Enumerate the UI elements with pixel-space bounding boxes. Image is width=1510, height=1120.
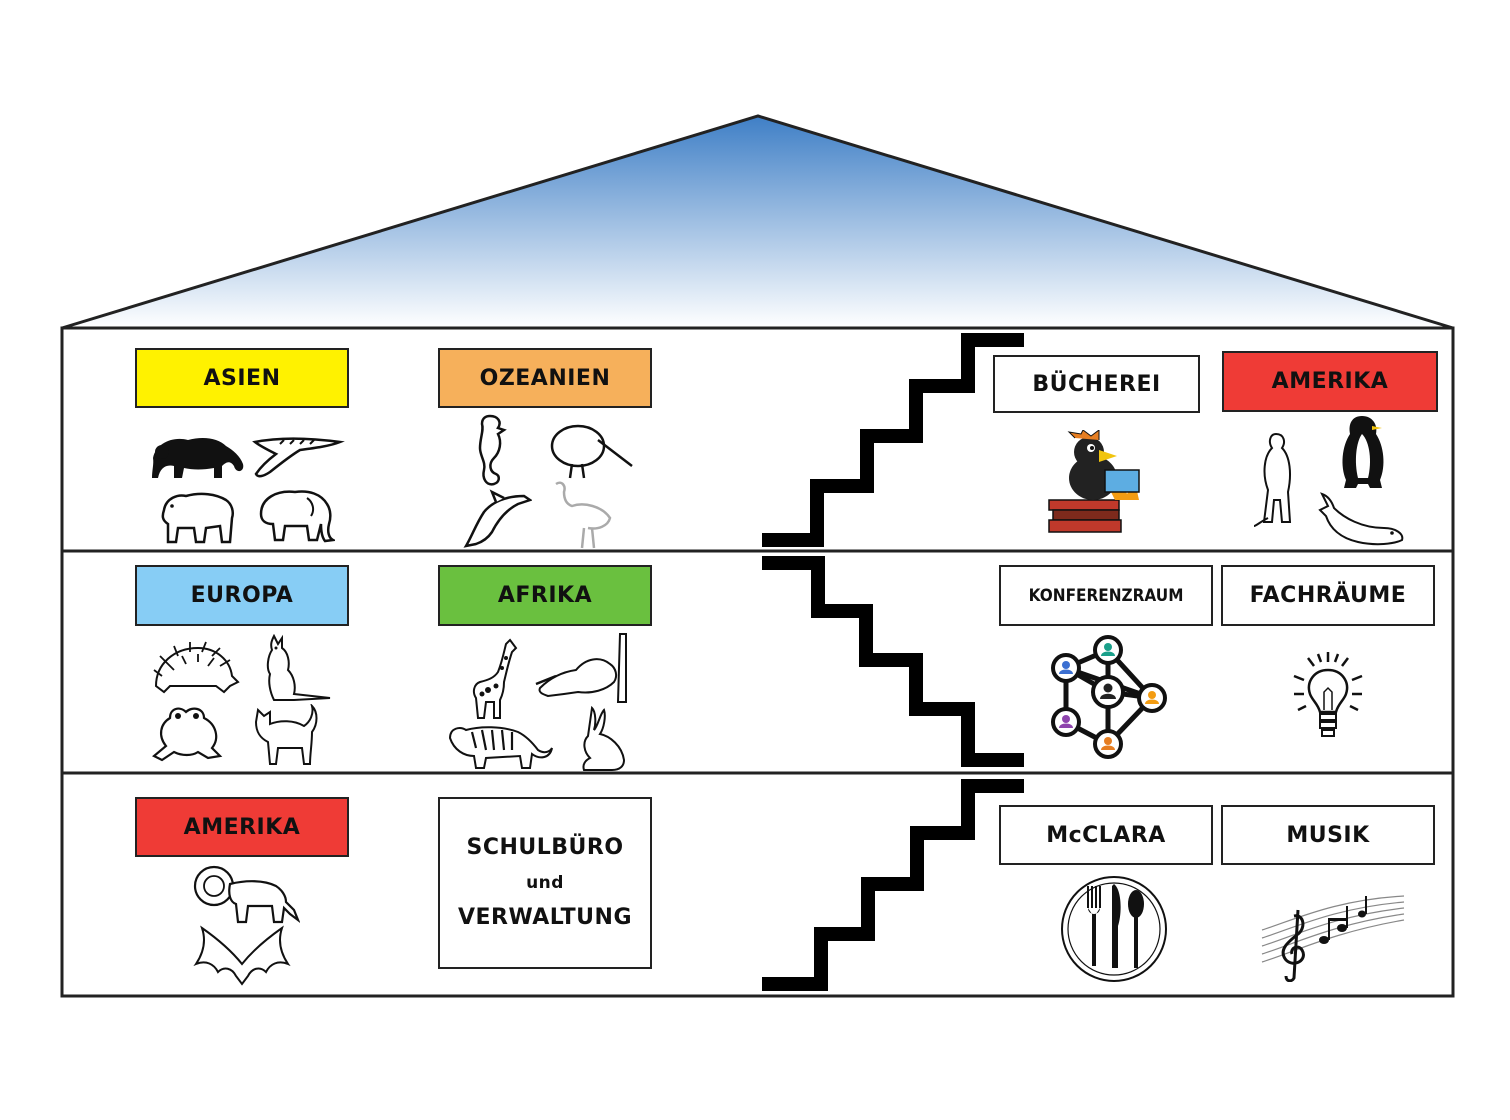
penguin-icon [1338,414,1388,492]
room-label-amerika-top: AMERIKA [1222,351,1438,412]
kangaroo-icon [260,634,332,704]
cat-icon [252,704,322,768]
seahorse-icon [468,412,508,492]
room-label-europa: EUROPA [135,565,349,626]
music-notes-icon [1254,890,1406,982]
beluga-icon [1318,488,1406,548]
room-label-afrika: AFRIKA [438,565,652,626]
beaver-icon [534,632,640,704]
giraffe-icon [466,638,522,720]
room-label-schulbuero: SCHULBÜRO und VERWALTUNG [438,797,652,969]
bear-icon [156,488,236,546]
kiwi-icon [548,422,634,480]
room-label-fachraeume: FACHRÄUME [1221,565,1435,626]
rabbit-icon [572,706,630,772]
room-label-buecherei: BÜCHEREI [993,355,1200,413]
room-label-mcclara: McCLARA [999,805,1213,865]
room-label-asien: ASIEN [135,348,349,408]
konferenzraum-text: KONFERENZRAUM [1028,585,1184,606]
staircase-bottom [762,779,1024,991]
reading-raven-icon [1045,430,1150,535]
crocodile-icon [250,432,345,482]
lightbulb-icon [1290,648,1366,746]
bat-icon [192,924,292,990]
schulbuero-line-1: SCHULBÜRO [466,834,624,860]
panther-icon [148,428,248,483]
staircase-top [762,333,1024,547]
plate-cutlery-icon [1058,874,1170,984]
elephant-icon [255,484,335,544]
tiger-icon [446,720,554,770]
dolphin-icon [462,488,532,548]
house-walls [60,326,1455,998]
schulbuero-line-2: und [526,872,564,893]
frog-icon [150,702,226,774]
room-label-konferenzraum: KONFERENZRAUM [999,565,1213,626]
room-label-musik: MUSIK [1221,805,1435,865]
room-label-amerika-bottom: AMERIKA [135,797,349,857]
staircase-middle [762,556,1024,767]
emu-icon [548,478,618,550]
network-people-icon [1044,634,1174,762]
schulbuero-line-3: VERWALTUNG [457,905,633,931]
roof [61,114,1454,330]
hedgehog-icon [150,640,240,696]
meerkat-icon [1252,430,1304,528]
lion-icon [190,864,300,926]
room-label-ozeanien: OZEANIEN [438,348,652,408]
